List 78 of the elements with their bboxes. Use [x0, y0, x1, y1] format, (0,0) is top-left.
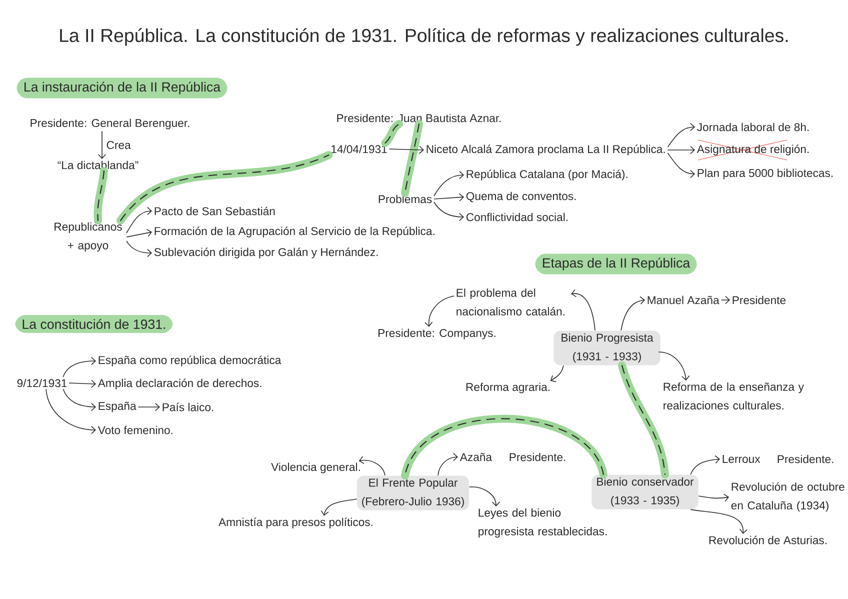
note-text: 14/04/1931 — [332, 144, 387, 154]
arrow — [468, 486, 500, 507]
arrow — [358, 456, 386, 476]
note-text: Revolución de Asturias. — [709, 536, 826, 544]
note-text: Reforma de la enseñanza y realizaciones culturales. — [664, 382, 804, 410]
section-heading: La constitución de 1931. — [15, 315, 173, 333]
note-text: Lerroux — [722, 455, 760, 463]
note-text: Presidente — [732, 296, 786, 304]
note-text: Conflictividad social. — [466, 212, 568, 222]
stage-label: Bienio conservador (1933 - 1935) — [592, 474, 698, 510]
connector-band — [116, 151, 333, 225]
note-text: Amnistía para presos políticos. — [218, 518, 372, 528]
arrow — [138, 402, 160, 412]
note-text: Republicanos + apoyo — [54, 222, 122, 252]
section-heading: La instauración de la II República — [16, 78, 228, 98]
arrow — [438, 452, 458, 476]
arrow — [68, 380, 96, 388]
edge-label: Crea — [104, 140, 132, 150]
title: La II República. La constitución de 1931. Política de reformas y realizaciones culturales. — [60, 28, 788, 46]
note-text: Violencia general. — [271, 462, 360, 474]
note-text: 9/12/1931 — [17, 378, 67, 388]
arrow — [571, 289, 596, 331]
arrow — [320, 498, 358, 516]
note-text: Presidente: General Berenguer. — [30, 118, 190, 130]
note-text: Plan para 5000 bibliotecas. — [698, 168, 833, 180]
arrow — [62, 356, 96, 378]
note-text: País laico. — [162, 402, 214, 412]
arrow — [424, 296, 454, 327]
note-text: “La dictablanda” — [58, 160, 138, 170]
note-text: Revolución de octubre en Cataluña (1934) — [731, 482, 844, 512]
arrow — [434, 193, 464, 202]
arrow — [667, 152, 696, 178]
arrow — [620, 296, 645, 331]
note-text: Sublevación dirigida por Galán y Hernández. — [154, 248, 378, 258]
connector-band — [401, 414, 608, 480]
arrow — [690, 455, 720, 475]
side-label: Presidente. — [510, 452, 566, 462]
note-text: Reforma agraria. — [466, 382, 550, 394]
arrow — [698, 494, 730, 502]
arrow — [720, 296, 730, 304]
connector-band — [401, 120, 423, 197]
arrow — [434, 170, 464, 196]
arrow — [434, 202, 464, 222]
note-text: Jornada laboral de 8h. — [697, 122, 809, 132]
connector-band — [381, 120, 403, 147]
arrow — [46, 388, 96, 434]
arrow — [667, 146, 696, 154]
arrow — [126, 206, 152, 234]
section-heading: Etapas de la II República — [535, 254, 697, 274]
arrow — [690, 509, 748, 534]
note-text: Pacto de San Sebastián — [154, 206, 275, 216]
arrow — [658, 352, 690, 381]
arrow — [550, 365, 564, 382]
arrow — [126, 240, 152, 258]
note-text: El problema del nacionalismo catalán. — [456, 288, 564, 316]
note-text: España como república democrática — [98, 356, 282, 366]
arrow — [62, 388, 96, 412]
connector-band — [94, 167, 108, 225]
arrow — [388, 146, 424, 154]
note-text: Presidente: Companys. — [378, 328, 496, 340]
stage-label: Bienio Progresista (1931 - 1933) — [554, 330, 660, 366]
note-text: Voto femenino. — [98, 426, 172, 434]
note-text: Leyes del bienio progresista restablecidas. — [478, 508, 607, 538]
arrow — [98, 130, 106, 159]
note-text: República Catalana (por Maciá). — [466, 170, 628, 180]
side-label: Presidente. — [778, 454, 834, 464]
note-text: Niceto Alcalá Zamora proclama La II República. — [426, 144, 665, 156]
note-text: Manuel Azaña — [648, 296, 720, 304]
stage-label: El Frente Popular (Febrero-Julio 1936) — [357, 476, 469, 510]
note-text: Problemas — [378, 194, 432, 204]
note-text: Amplia declaración de derechos. — [98, 378, 262, 390]
connector-band — [618, 362, 670, 478]
arrow — [126, 228, 152, 238]
note-text: Azaña — [460, 452, 492, 462]
note-text: Quema de conventos. — [466, 192, 576, 202]
note-text: España — [98, 402, 136, 412]
arrow — [667, 122, 696, 148]
note-text: Formación de la Agrupación al Servicio de la República. — [154, 226, 434, 238]
